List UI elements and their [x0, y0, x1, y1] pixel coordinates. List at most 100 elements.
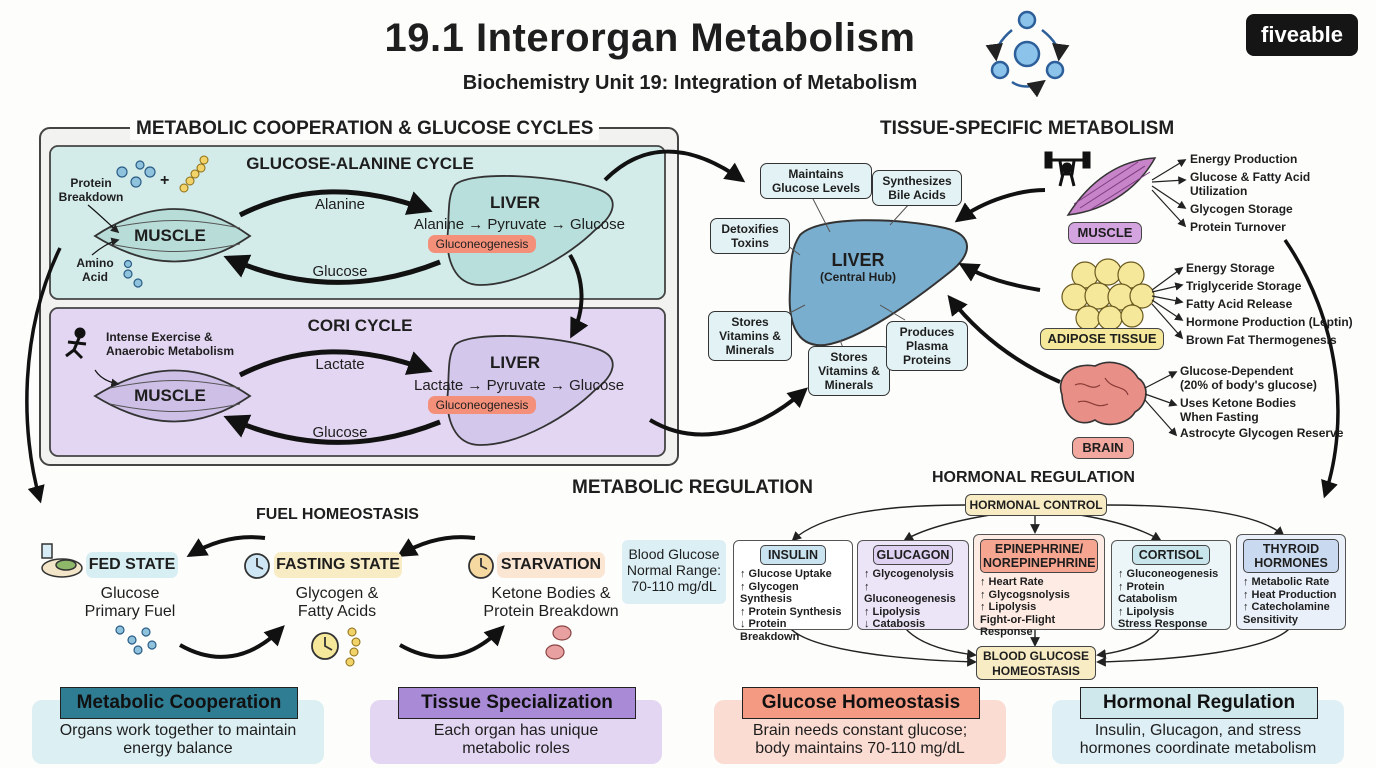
plus-sign: + [160, 172, 170, 189]
fed-state-desc: Glucose Primary Fuel [84, 585, 176, 620]
arrow-cori-to-liver-hub [648, 387, 808, 437]
cortisol-effects: ↑ Gluconeogenesis ↑ Protein Catabolism ↑… [1118, 568, 1219, 630]
epinephrine-effects: ↑ Heart Rate ↑ Glycogsnolysis ↑ Lipolysi… [980, 576, 1070, 638]
conversion-to: Glucose [569, 377, 625, 394]
page-title: 19.1 Interorgan Metabolism [384, 16, 916, 60]
muscle-shape-alanine [93, 208, 252, 263]
alanine-cycle-title: GLUCOSE-ALANINE CYCLE [246, 154, 474, 173]
muscle-fn-item: Glucose & Fatty Acid Utilization [1190, 170, 1311, 198]
liver-fn-stores-bottom: Stores Vitamins & Minerals [808, 346, 890, 396]
hormonal-lines [789, 504, 1291, 667]
starvation-desc: Ketone Bodies & Protein Breakdown [483, 585, 619, 620]
brain-item-arrows [1144, 371, 1178, 437]
fed-state-label: FED STATE [86, 552, 178, 578]
conversion-arrow-icon: → [468, 216, 484, 233]
arrow-muscle-to-hub [954, 188, 1046, 223]
adipose-fn-item: Hormone Production (Leptin) [1186, 315, 1353, 329]
runner-art [65, 327, 120, 387]
ketone-art [545, 625, 572, 660]
liver-fn-bile-acids: Synthesizes Bile Acids [872, 170, 962, 206]
conversion-to: Glucose [569, 216, 625, 233]
amino-acid-label: Amino Acid [76, 256, 114, 284]
liver-shape-cori [446, 335, 614, 446]
fasting-clock-art [311, 632, 339, 660]
adipose-organ [1061, 258, 1155, 331]
cori-cycle-title: CORI CYCLE [307, 316, 413, 335]
glucagon-effects: ↑ Glycogenolysis ↑ Gluconeogenesis ↑ Lip… [864, 568, 956, 630]
glucagon-card: GLUCAGON ↑ Glycogenolysis ↑ Gluconeogene… [857, 540, 969, 630]
tissue-section-title: TISSUE-SPECIFIC METABOLISM [880, 118, 1175, 139]
hormonal-control-box: HORMONAL CONTROL [965, 494, 1107, 516]
glucagon-title: GLUCAGON [873, 545, 953, 565]
adipose-fn-item: Fatty Acid Release [1186, 297, 1293, 311]
epinephrine-title: EPINEPHRINE/ NOREPINEPHRINE [980, 539, 1098, 573]
summary-text-homeostasis: Brain needs constant glucose; body maint… [752, 722, 968, 757]
cycle-icon-art [985, 10, 1070, 98]
fasting-state-desc: Glycogen & Fatty Acids [295, 585, 379, 620]
muscle-item-arrows [1151, 159, 1187, 228]
arrow-protein-to-muscle [87, 204, 120, 234]
muscle-organ [1066, 157, 1157, 216]
page-subtitle: Biochemistry Unit 19: Integration of Met… [462, 72, 918, 94]
adipose-fn-item: Brown Fat Thermogenesis [1186, 333, 1337, 347]
conversion-from: Alanine [414, 216, 465, 233]
amino-chain-art [179, 155, 209, 193]
arrow-starvation-to-fasting [396, 535, 476, 558]
gluconeogenesis-badge-alanine: Gluconeogenesis [428, 235, 536, 253]
liver-label-alanine: LIVER [489, 193, 541, 212]
arrow-fed-to-fasting [179, 625, 285, 659]
arrow-glucose-to-muscle [223, 254, 441, 285]
glucose-arrow-label: Glucose [312, 263, 368, 280]
central-liver-subtitle: (Central Hub) [820, 270, 896, 284]
thyroid-effects: ↑ Metabolic Rate ↑ Heat Production ↑ Cat… [1243, 576, 1337, 626]
brain-fn-item: Astrocyte Glycogen Reserve [1180, 426, 1344, 440]
gluconeogenesis-badge-cori: Gluconeogenesis [428, 396, 536, 414]
adipose-fn-item: Triglyceride Storage [1186, 279, 1302, 293]
alanine-conversion: Alanine → Pyruvate → Glucose [414, 216, 625, 233]
summary-banner-cooperation: Metabolic Cooperation [60, 687, 298, 719]
summary-text-specialization: Each organ has unique metabolic roles [433, 722, 599, 757]
cortisol-title: CORTISOL [1132, 545, 1210, 565]
alanine-arrow-label: Alanine [314, 196, 366, 213]
arrow-amino-to-muscle [91, 237, 120, 256]
fasting-fat-chain-art [345, 627, 361, 667]
muscle-fn-item: Energy Production [1190, 152, 1298, 166]
arrow-left-down [25, 247, 62, 504]
brain-fn-item: Glucose-Dependent (20% of body's glucose… [1180, 364, 1317, 392]
liver-fn-plasma-proteins: Produces Plasma Proteins [886, 321, 968, 371]
weightlifter-art [1044, 151, 1091, 187]
glucose-molecule-art [115, 625, 157, 655]
brain-organ [1059, 361, 1147, 426]
blood-glucose-note: Blood Glucose Normal Range: 70-110 mg/dL [622, 540, 726, 604]
muscle-organ-label: MUSCLE [1068, 222, 1142, 244]
conversion-arrow-icon: → [549, 377, 565, 394]
liver-label-cori: LIVER [489, 353, 541, 372]
arrow-lactate-to-liver [238, 349, 433, 378]
arrow-liver-down [568, 253, 589, 339]
liver-fn-stores-left: Stores Vitamins & Minerals [708, 311, 792, 361]
central-liver-shape [788, 219, 968, 347]
fiveable-logo[interactable]: fiveable [1246, 14, 1358, 56]
muscle-label-alanine: MUSCLE [134, 226, 206, 245]
fed-plate-art [41, 543, 83, 578]
brain-organ-label: BRAIN [1072, 437, 1134, 459]
muscle-functions: Energy Production Glucose & Fatty Acid U… [1190, 152, 1370, 234]
muscle-fn-item: Glycogen Storage [1190, 202, 1293, 216]
liver-shape-alanine [446, 175, 614, 286]
clock-icon-fasting [244, 553, 270, 579]
central-liver-title: LIVER [831, 250, 885, 270]
molecule-art [116, 160, 156, 288]
arrow-fasting-to-fed [186, 535, 266, 558]
brain-functions: Glucose-Dependent (20% of body's glucose… [1180, 364, 1370, 440]
conversion-arrow-icon: → [550, 216, 566, 233]
conversion-mid: Pyruvate [487, 216, 547, 233]
lactate-conversion: Lactate → Pyruvate → Glucose [414, 377, 624, 394]
muscle-label-cori: MUSCLE [134, 386, 206, 405]
arrow-brain-to-hub [947, 294, 1061, 384]
blood-glucose-homeostasis-box: BLOOD GLUCOSE HOMEOSTASIS [976, 646, 1096, 680]
adipose-organ-label: ADIPOSE TISSUE [1040, 328, 1164, 350]
arrow-to-tissue-liver [603, 149, 746, 183]
clock-icon-starvation [468, 553, 494, 579]
epinephrine-card: EPINEPHRINE/ NOREPINEPHRINE ↑ Heart Rate… [973, 534, 1105, 638]
